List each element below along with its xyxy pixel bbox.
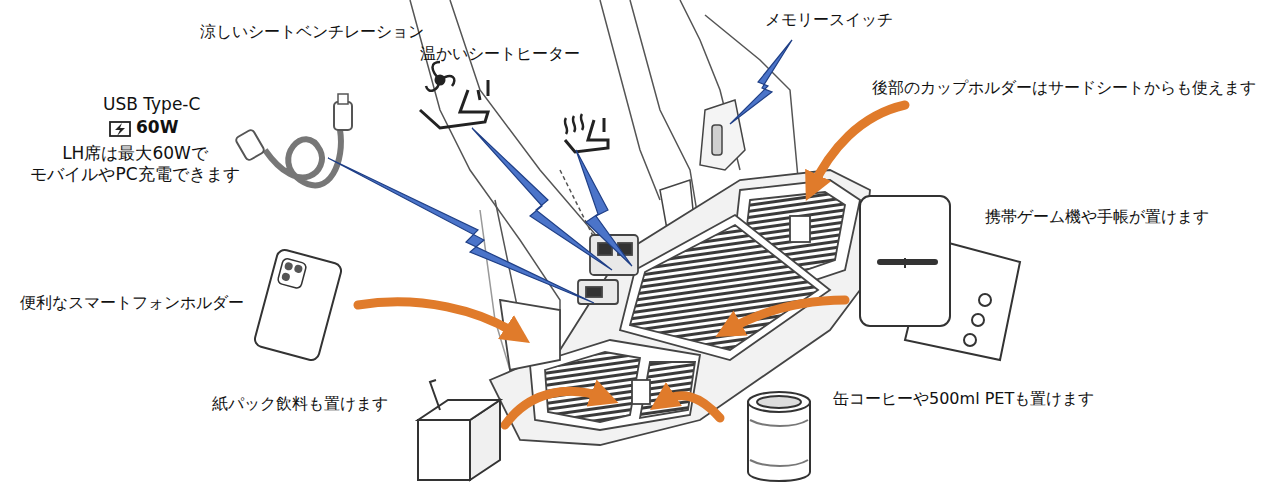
ventilation-icon bbox=[426, 62, 454, 91]
callout-arrow bbox=[662, 396, 720, 418]
heater-icon bbox=[565, 120, 608, 152]
drink-carton-icon bbox=[430, 380, 440, 410]
callout-label: 60W bbox=[136, 117, 178, 138]
usb-cable-icon bbox=[265, 130, 341, 185]
callout-label: メモリースイッチ bbox=[765, 10, 893, 30]
console-tray bbox=[790, 216, 810, 242]
callout-label: 便利なスマートフォンホルダー bbox=[20, 293, 244, 313]
console-tray bbox=[490, 170, 870, 445]
callout-label: 温かいシートヒーター bbox=[420, 44, 580, 64]
ventilation-icon bbox=[478, 90, 480, 100]
callout-label: 後部のカップホルダーはサードシートからも使えます bbox=[872, 78, 1256, 98]
can-icon bbox=[748, 392, 810, 481]
callout-arrow bbox=[812, 105, 905, 188]
charge-icon bbox=[110, 122, 130, 136]
smartphone-icon bbox=[277, 258, 307, 289]
callout-arrow bbox=[505, 391, 605, 425]
drink-carton-icon bbox=[418, 400, 500, 420]
can-icon bbox=[750, 420, 808, 466]
callout-arrow bbox=[728, 300, 845, 330]
usb-cable-icon bbox=[334, 102, 352, 130]
game-device-icon bbox=[964, 334, 976, 346]
ventilation-icon bbox=[487, 80, 490, 96]
heater-icon bbox=[565, 114, 583, 134]
drink-carton-icon bbox=[418, 380, 500, 480]
usb-cable-icon bbox=[235, 129, 265, 162]
console-tray bbox=[545, 352, 640, 422]
ventilation-icon bbox=[420, 62, 488, 128]
smartphone-icon bbox=[284, 261, 294, 271]
can-icon bbox=[757, 396, 801, 408]
memory-switch bbox=[700, 100, 745, 170]
smartphone-icon bbox=[293, 264, 303, 274]
lightning-arrow bbox=[472, 128, 612, 270]
can-icon bbox=[748, 392, 810, 412]
seat-outline bbox=[600, 0, 660, 200]
game-device-icon bbox=[904, 258, 906, 268]
ventilation-icon bbox=[420, 90, 488, 128]
usb-cable-icon bbox=[338, 94, 348, 104]
console-tray bbox=[490, 170, 870, 445]
smartphone-icon bbox=[281, 272, 291, 282]
smartphone-icon bbox=[253, 248, 343, 362]
callout-arrow bbox=[358, 302, 518, 335]
game-device-icon bbox=[972, 314, 984, 326]
callout-label: 缶コーヒーや500ml PETも置けます bbox=[833, 389, 1094, 409]
heater-icon bbox=[565, 114, 608, 152]
console-tray bbox=[500, 300, 560, 370]
lightning-arrow bbox=[730, 40, 792, 124]
callout-label: USB Type-C bbox=[103, 94, 200, 115]
lightning-arrow bbox=[328, 40, 792, 303]
charge-icon bbox=[115, 123, 125, 136]
heater-icon bbox=[603, 118, 606, 132]
lightning-arrow bbox=[576, 150, 632, 266]
console-tray bbox=[578, 280, 618, 304]
console-tray bbox=[620, 215, 830, 360]
callout-label: LH席は最大60Wで モバイルやPC充電できます bbox=[0, 143, 270, 186]
game-device-icon bbox=[860, 196, 950, 326]
charge-icon bbox=[110, 122, 130, 136]
callout-label: 携帯ゲーム機や手帳が置けます bbox=[985, 207, 1209, 227]
memory-switch bbox=[712, 125, 722, 155]
can-icon bbox=[748, 402, 810, 481]
usb-cable-icon bbox=[235, 94, 352, 185]
game-device-icon bbox=[979, 294, 991, 306]
drink-carton-icon bbox=[418, 420, 470, 480]
smartphone-icon bbox=[253, 248, 343, 362]
game-device-icon bbox=[880, 259, 935, 265]
callout-arrow bbox=[358, 105, 905, 425]
console-tray bbox=[632, 380, 650, 404]
callout-label: 紙パック飲料も置けます bbox=[212, 394, 388, 414]
callout-label: 涼しいシートベンチレーション bbox=[200, 22, 424, 42]
console-tray bbox=[586, 287, 602, 297]
